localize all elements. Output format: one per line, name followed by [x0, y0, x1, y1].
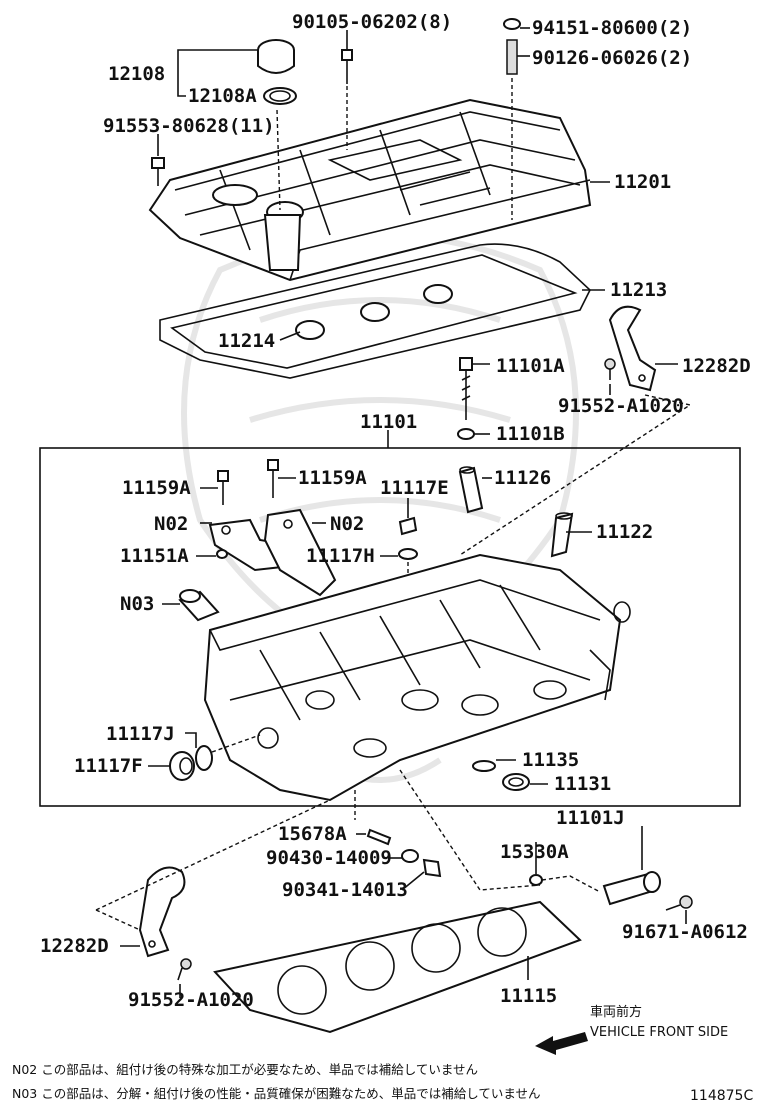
- oil-seal-11131: [502, 773, 530, 791]
- label-11101j: 11101J: [556, 807, 625, 829]
- bolt-91553: [151, 157, 165, 186]
- front-arrow: [535, 1032, 588, 1055]
- label-90341-14013: 90341-14013: [282, 879, 408, 901]
- label-n03: N03: [120, 593, 154, 615]
- sleeve-11122: [550, 512, 574, 558]
- label-11117e: 11117E: [380, 477, 449, 499]
- label-11115: 11115: [500, 985, 557, 1007]
- note-n03: N03 この部品は、分解・組付け後の性能・品質確保が困難なため、単品では補給して…: [12, 1086, 540, 1101]
- head-bolt-washer: [457, 428, 475, 440]
- valve-cover-gasket: [159, 243, 591, 379]
- sleeve-11126: [458, 466, 484, 514]
- label-11101a: 11101A: [496, 355, 565, 377]
- washer-94151: [503, 18, 521, 30]
- label-11122: 11122: [596, 521, 653, 543]
- label-n02-left: N02: [154, 513, 188, 535]
- label-11126: 11126: [494, 467, 551, 489]
- bolt-90105: [341, 49, 353, 84]
- gasket-11117j: [195, 745, 213, 771]
- label-90126-06026: 90126-06026(2): [532, 47, 692, 69]
- label-11117j: 11117J: [106, 723, 175, 745]
- label-12282d-top: 12282D: [682, 355, 751, 377]
- label-11201: 11201: [614, 171, 671, 193]
- washer-90430: [401, 849, 419, 863]
- diagram-reference-number: 114875C: [690, 1088, 753, 1104]
- label-11151a: 11151A: [120, 545, 189, 567]
- bolt-11159a-left: [217, 470, 229, 505]
- bolt-91552-bottom: [177, 958, 192, 981]
- label-91553-80628: 91553-80628(11): [103, 115, 275, 137]
- label-12282d-bottom: 12282D: [40, 935, 109, 957]
- pin-15678a: [366, 828, 392, 846]
- seal-11135: [472, 760, 496, 772]
- plug-11117e: [398, 516, 418, 536]
- label-15330a: 15330A: [500, 841, 569, 863]
- head-gasket: [213, 900, 582, 1034]
- plug-11117f: [169, 751, 195, 781]
- bolt-91671: [665, 895, 693, 911]
- label-11117f: 11117F: [74, 755, 143, 777]
- label-90105-06202: 90105-06202(8): [292, 11, 452, 33]
- label-11159a-left: 11159A: [122, 477, 191, 499]
- label-11135: 11135: [522, 749, 579, 771]
- plug-tube-n03: [178, 589, 220, 622]
- label-12108a: 12108A: [188, 85, 257, 107]
- bolt-11159a-right: [267, 459, 279, 498]
- stud-90126: [506, 39, 518, 75]
- cylinder-head-group-box: [39, 447, 741, 807]
- plug-90341: [422, 858, 442, 878]
- label-11117h: 11117H: [306, 545, 375, 567]
- label-11101b: 11101B: [496, 423, 565, 445]
- oil-filler-cap: [257, 39, 295, 74]
- bolt-91552-top: [604, 358, 616, 380]
- vehicle-front-jp: 車両前方: [590, 1004, 642, 1020]
- label-94151-80600: 94151-80600(2): [532, 17, 692, 39]
- label-11101: 11101: [360, 411, 417, 433]
- o-ring-15330a: [529, 874, 543, 886]
- label-11214: 11214: [218, 330, 275, 352]
- label-91552-a1020-top: 91552-A1020: [558, 395, 684, 417]
- label-91552-a1020-bottom: 91552-A1020: [128, 989, 254, 1011]
- part-labels: 90105-06202(8) 94151-80600(2) 90126-0602…: [40, 11, 751, 1011]
- note-n02: N02 この部品は、組付け後の特殊な加工が必要なため、単品では補給していません: [12, 1062, 478, 1077]
- label-n02-right: N02: [330, 513, 364, 535]
- label-91671-a0612: 91671-A0612: [622, 921, 748, 943]
- label-11159a-right: 11159A: [298, 467, 367, 489]
- pin-11151a: [216, 549, 228, 559]
- vehicle-front-en: VEHICLE FRONT SIDE: [590, 1025, 728, 1040]
- label-15678a: 15678A: [278, 823, 347, 845]
- label-90430-14009: 90430-14009: [266, 847, 392, 869]
- label-11131: 11131: [554, 773, 611, 795]
- engine-hanger-top: [608, 305, 657, 392]
- label-12108: 12108: [108, 63, 165, 85]
- leader-lines: [120, 27, 687, 998]
- gasket-11117h: [398, 548, 418, 560]
- oil-control-valve: [602, 871, 661, 906]
- cap-gasket: [263, 87, 297, 105]
- cap-dash-line: [276, 109, 281, 211]
- engine-hanger-bottom: [138, 866, 186, 958]
- cylinder-head: [203, 553, 631, 802]
- label-11213: 11213: [610, 279, 667, 301]
- valve-cover: [148, 98, 592, 282]
- bearing-cap-right: [263, 508, 337, 597]
